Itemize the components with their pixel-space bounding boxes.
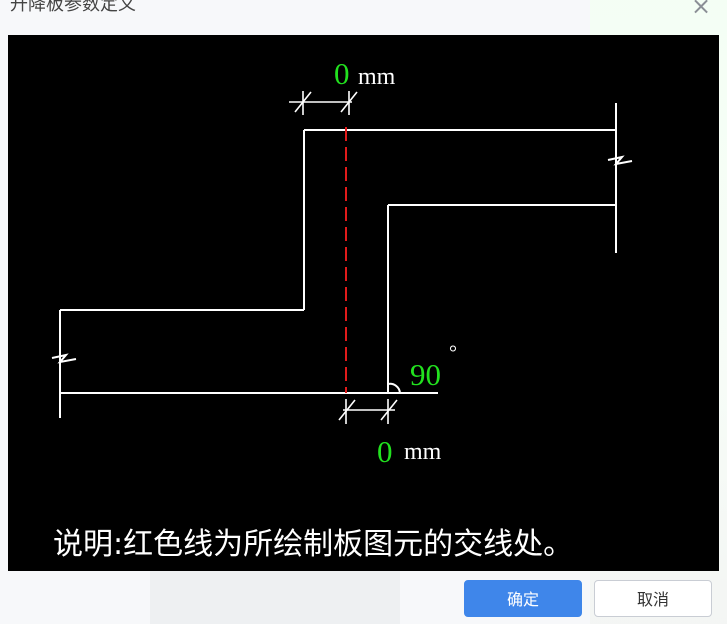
angle-arc [387,382,401,394]
cancel-button[interactable]: 取消 [594,580,712,617]
angle-value: 90 [410,357,441,392]
bottom-dimension-slash-right [380,399,398,421]
bottom-offset-unit: mm [404,439,442,465]
top-offset-value: 0 [334,56,350,91]
top-dimension-slash-left [294,91,312,113]
dimension-lines [289,91,398,424]
top-offset-unit: mm [358,64,396,90]
bottom-offset-value: 0 [377,434,393,469]
bottom-dimension-slash-left [338,399,356,421]
angle-unit: ° [449,342,457,364]
diagram-note: 说明:红色线为所绘制板图元的交线处。 [53,527,573,562]
dialog-footer: 确定 取消 [0,572,727,624]
left-break-symbol [51,353,77,364]
dialog-title: 升降板参数定义 [10,0,136,15]
diagram-canvas: 0 mm 90 ° 0 mm 说明:红色线为所绘制板图元的交线处。 [8,35,719,571]
diagram-labels: 0 mm 90 ° 0 mm [334,56,457,469]
confirm-button[interactable]: 确定 [464,580,582,617]
top-dimension-slash-right [340,91,358,113]
title-bar: 升降板参数定义 × [0,0,727,34]
right-break-symbol [607,155,633,166]
slab-outline [51,103,633,418]
slab-diagram: 0 mm 90 ° 0 mm 说明:红色线为所绘制板图元的交线处。 [51,56,633,562]
close-icon: × [690,0,712,20]
close-button[interactable]: × [688,0,714,20]
